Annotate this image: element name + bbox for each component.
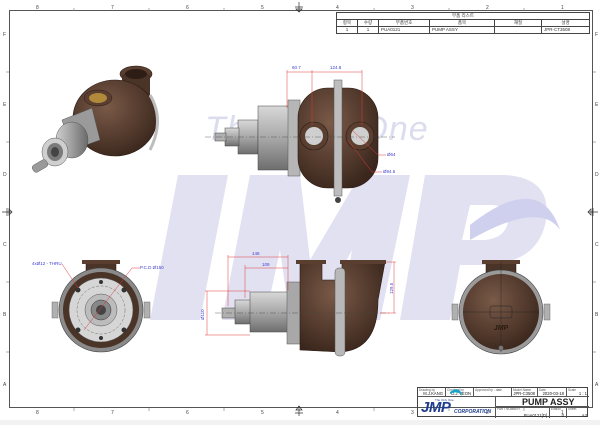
dim-outlet-outer: Ø94.5 (383, 169, 396, 174)
company-logo: JMP (421, 399, 451, 416)
bom-cell: JPR-CT3508 (541, 26, 590, 34)
svg-text:JMP: JMP (494, 325, 509, 332)
drawing-title: PUMP ASSY (522, 397, 575, 407)
dim-top-left: 60.7 (292, 65, 301, 70)
part-number-cell: PART NUMBER PUA0121[D] (496, 407, 550, 418)
side-view (205, 255, 396, 357)
edition-cell: Edition 0 (550, 407, 567, 418)
front-view (51, 260, 151, 353)
ruler-label: C (3, 242, 7, 248)
label: Sheet (568, 407, 577, 411)
scale-value: 1 : 1 (578, 391, 587, 396)
label: Date (539, 388, 546, 392)
ruler-label: 1 (561, 5, 564, 11)
ruler-label: 2 (486, 410, 489, 416)
dim-pcd: P.C.D Ø150 (140, 265, 164, 270)
sheet-cell: Sheet A3 (567, 407, 589, 418)
company-tagline: The Only One (435, 398, 454, 402)
title-cell: PUMP ASSY (496, 397, 589, 407)
ruler-label: B (3, 312, 7, 318)
ruler-label: 2 (486, 5, 489, 11)
bom-table: 부품 리스트 항목 수량 부품번호 품목 재질 설명 1 1 PUA0121 P… (336, 12, 590, 34)
company-logo-cell: The Only One JMP CORPORATION (418, 397, 496, 418)
ruler-label: 3 (411, 410, 414, 416)
ruler-label: 7 (111, 410, 114, 416)
ruler-label: 7 (111, 5, 114, 11)
ruler-label: 6 (186, 410, 189, 416)
drawing-frame (9, 10, 593, 408)
dim-bolt-holes: 4xØ12 - THRU (32, 261, 62, 266)
dim-side-overall: 148 (252, 251, 260, 256)
table-row: 1 1 PUA0121 PUMP ASSY JPR-CT3508 (336, 26, 590, 34)
ruler-label: 1 (561, 410, 564, 416)
ruler-label: D (3, 172, 7, 178)
dim-top-right: 124.8 (330, 65, 342, 70)
ruler-label: 4 (336, 5, 339, 11)
dim-side-bearing: 109 (262, 262, 270, 267)
ruler-label: E (3, 102, 7, 108)
label: PART NUMBER (497, 407, 520, 411)
ruler-label: C (595, 242, 599, 248)
ruler-label: F (3, 32, 7, 38)
ruler-label: 4 (336, 410, 339, 416)
date-cell: Date 2020-03-18 (538, 388, 567, 397)
dim-outlet-inner: Ø64 (387, 152, 396, 157)
ruler-label: A (3, 382, 7, 388)
ruler-label: 8 (36, 5, 39, 11)
label: Scale (568, 388, 576, 392)
label: Approved by - date (475, 388, 502, 392)
label: Drawing by (419, 388, 435, 392)
ruler-label: F (595, 32, 599, 38)
sheet-value: A3 (581, 413, 587, 418)
ruler-label: A (595, 382, 599, 388)
label: Model Name (513, 388, 532, 392)
model-value: JPR-C3508 (513, 391, 535, 396)
ruler-label: 5 (261, 410, 264, 416)
bom-column-headers: 항목 수량 부품번호 품목 재질 설명 (336, 19, 590, 27)
label: Edition (551, 407, 561, 411)
ruler-label: B (595, 312, 599, 318)
ruler-label: E (595, 102, 599, 108)
edition-value: 0 (561, 413, 564, 418)
rear-view: JMP (451, 260, 551, 355)
date-value: 2020-03-18 (542, 391, 564, 396)
drawn-by-cell: Drawing by M.J.KANG (418, 388, 446, 397)
model-cell: Model Name JPR-C3508 (512, 388, 538, 397)
drawn-by-value: M.J.KANG (423, 391, 443, 396)
ruler-label: D (595, 172, 599, 178)
ruler-label: 6 (186, 5, 189, 11)
approved-cell: Approved by - date (474, 388, 512, 397)
title-block: Drawing by M.J.KANG Checked by D.J. JEON… (417, 387, 589, 418)
top-view (205, 70, 395, 203)
part-number-value: PUA0121[D] (523, 413, 547, 418)
scale-cell: Scale 1 : 1 (567, 388, 589, 397)
ruler-label: 5 (261, 5, 264, 11)
ruler-label: 3 (411, 5, 414, 11)
company-suffix: CORPORATION (454, 409, 492, 415)
isometric-view (31, 65, 159, 173)
ruler-label: 8 (36, 410, 39, 416)
